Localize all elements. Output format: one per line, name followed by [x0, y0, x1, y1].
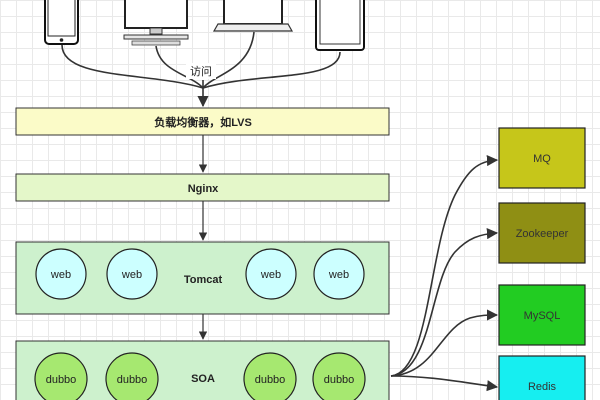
svg-text:MySQL: MySQL	[524, 310, 561, 322]
access-label-bg	[186, 63, 216, 79]
svg-text:dubbo: dubbo	[255, 374, 286, 386]
soa-service-connections	[390, 154, 499, 392]
svg-text:web: web	[328, 269, 349, 281]
dubbo-node: dubbo	[243, 352, 297, 400]
nginx-label: Nginx	[188, 183, 219, 195]
dubbo-node: dubbo	[34, 352, 88, 400]
service-redis: Redis	[498, 355, 586, 400]
svg-text:Redis: Redis	[528, 381, 557, 393]
web-node: web	[313, 248, 365, 300]
load-balancer-label: 负载均衡器，如LVS	[154, 115, 252, 129]
dubbo-node: dubbo	[105, 352, 159, 400]
client-connections	[61, 31, 341, 108]
svg-text:dubbo: dubbo	[46, 374, 77, 386]
svg-text:web: web	[260, 269, 281, 281]
load-balancer-box	[15, 107, 390, 136]
web-node: web	[106, 248, 158, 300]
svg-text:dubbo: dubbo	[324, 374, 355, 386]
svg-text:Zookeeper: Zookeeper	[516, 228, 569, 240]
tablet-icon	[315, 0, 365, 51]
service-mq: MQ	[498, 127, 586, 189]
desktop-icon	[123, 0, 189, 46]
service-zookeeper: Zookeeper	[498, 202, 586, 264]
laptop-icon	[212, 0, 294, 32]
svg-text:MQ: MQ	[533, 153, 551, 165]
web-node: web	[35, 248, 87, 300]
svg-text:dubbo: dubbo	[117, 374, 148, 386]
phone-icon	[44, 0, 79, 45]
access-label: 访问	[190, 65, 212, 78]
dubbo-node: dubbo	[312, 352, 366, 400]
web-node: web	[245, 248, 297, 300]
svg-text:web: web	[50, 269, 71, 281]
service-mysql: MySQL	[498, 284, 586, 346]
svg-text:web: web	[121, 269, 142, 281]
tomcat-label: Tomcat	[184, 274, 223, 286]
soa-label: SOA	[191, 373, 215, 385]
